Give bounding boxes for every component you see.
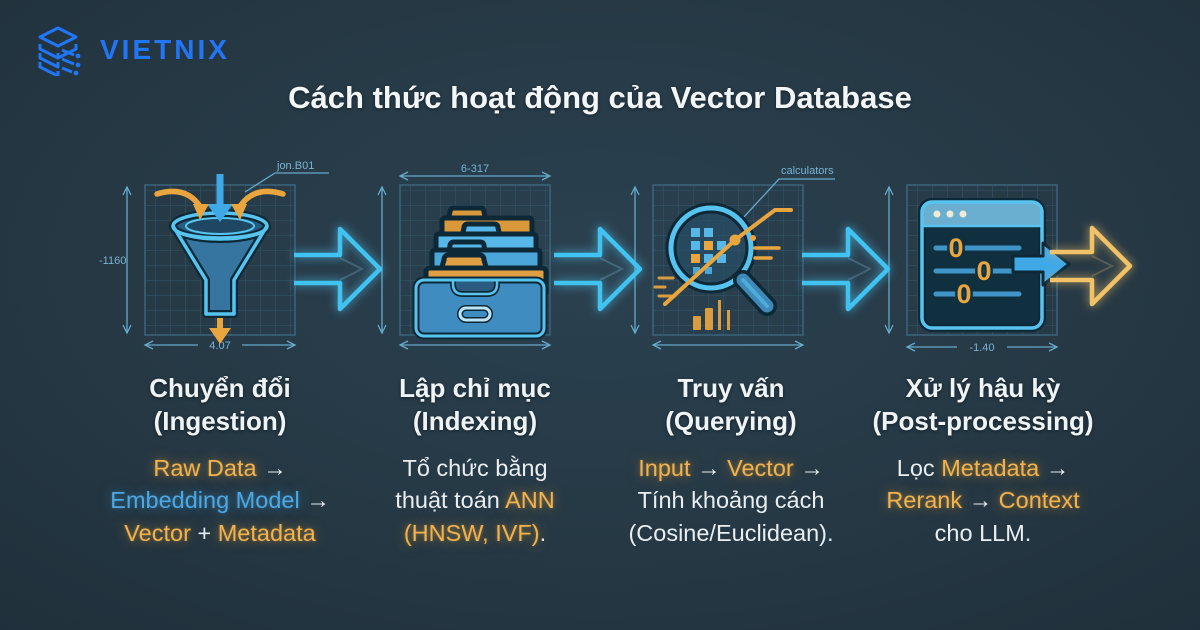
callout-label: jon.B01: [276, 160, 314, 172]
text-segment: thuật toán: [395, 487, 506, 514]
text-segment: Lọc: [896, 455, 942, 481]
text-segment: Input: [638, 455, 691, 481]
text-segment: Vector: [124, 519, 191, 546]
body-line: thuật toán ANN: [350, 484, 600, 516]
stage-heading-en: (Post-processing): [872, 405, 1094, 436]
text-segment: .: [539, 519, 547, 546]
settings-window-icon: -1.40 0 0 0: [884, 184, 1071, 354]
body-line: Lọc Metadata →: [843, 452, 1123, 484]
stage-heading-en: (Indexing): [412, 405, 538, 436]
body-line: Rerank → Context: [843, 484, 1123, 516]
svg-text:0: 0: [948, 233, 963, 263]
flow-arrow-icon: [554, 226, 643, 312]
text-segment: →: [256, 455, 287, 481]
vietnix-logo: VIETNIX: [34, 24, 230, 76]
text-segment: Raw Data: [153, 455, 257, 481]
stage-description: Input → Vector → Tính khoảng cách (Cosin…: [601, 452, 861, 549]
body-line: Tổ chức bằng: [350, 452, 600, 484]
funnel-icon: -1160 4.07 jon.B01: [99, 160, 329, 352]
dimension-label: 6-317: [461, 163, 489, 175]
stage-heading-vi: Xử lý hậu kỳ: [905, 373, 1061, 403]
stage-heading-en: (Querying): [665, 405, 797, 436]
text-segment: →: [299, 487, 330, 514]
text-segment: →: [962, 487, 999, 514]
body-line: Input → Vector →: [601, 452, 861, 484]
text-segment: Tính khoảng cách: [637, 487, 825, 514]
callout-label: calculators: [781, 165, 834, 177]
dimension-label: -1160: [99, 255, 126, 267]
stage-column-indexing: Lập chỉ mục (Indexing) Tổ chức bằng thuậ…: [350, 372, 600, 549]
text-segment: →: [1039, 455, 1070, 481]
body-line: cho LLM.: [843, 517, 1123, 549]
magnifier-icon: calculators: [630, 165, 835, 350]
body-line: Raw Data →: [95, 452, 345, 484]
stage-column-post-processing: Xử lý hậu kỳ (Post-processing) Lọc Metad…: [843, 372, 1123, 549]
text-segment: →: [690, 455, 728, 481]
dimension-label: -1.40: [969, 342, 994, 354]
text-segment: (Cosine/Euclidean).: [628, 519, 834, 546]
svg-text:0: 0: [976, 256, 991, 286]
text-segment: Vector: [727, 455, 794, 481]
stage-description: Tổ chức bằng thuật toán ANN (HNSW, IVF).: [350, 452, 600, 549]
vietnix-logo-icon: [38, 26, 81, 76]
stage-heading-vi: Truy vấn: [677, 373, 785, 403]
stage-description: Lọc Metadata → Rerank → Context cho LLM.: [843, 452, 1123, 549]
text-segment: cho LLM.: [934, 519, 1032, 546]
file-drawer-icon: 6-317: [377, 163, 552, 350]
stage-column-ingestion: Chuyển đổi (Ingestion) Raw Data → Embedd…: [95, 372, 345, 549]
body-line: (Cosine/Euclidean).: [601, 517, 861, 549]
flow-arrow-icon: [802, 226, 891, 312]
body-line: Tính khoảng cách: [601, 484, 861, 516]
text-segment: Metadata: [941, 455, 1040, 481]
page-title: Cách thức hoạt động của Vector Database: [288, 80, 912, 115]
text-segment: +: [190, 519, 218, 546]
stage-description: Raw Data → Embedding Model → Vector + Me…: [95, 452, 345, 549]
text-segment: (HNSW, IVF): [403, 519, 540, 546]
dimension-label: 4.07: [209, 340, 230, 352]
svg-text:0: 0: [956, 279, 971, 309]
stage-heading-vi: Lập chỉ mục: [399, 373, 551, 403]
stage-heading-vi: Chuyển đổi: [149, 373, 291, 403]
brand-text: VIETNIX: [100, 34, 230, 65]
text-segment: Embedding Model: [110, 487, 300, 514]
body-line: (HNSW, IVF).: [350, 517, 600, 549]
text-segment: Metadata: [217, 519, 316, 546]
text-segment: Tổ chức bằng: [402, 455, 548, 481]
stage-heading-en: (Ingestion): [153, 405, 287, 436]
text-segment: ANN: [505, 487, 555, 514]
stage-column-querying: Truy vấn (Querying) Input → Vector → Tín…: [601, 372, 861, 549]
body-line: Vector + Metadata: [95, 517, 345, 549]
text-segment: Context: [998, 487, 1080, 514]
text-segment: →: [793, 455, 824, 481]
text-segment: Rerank: [886, 487, 963, 514]
flow-arrow-icon: [294, 226, 383, 312]
output-arrow-icon: [1050, 225, 1133, 307]
body-line: Embedding Model →: [95, 484, 345, 516]
